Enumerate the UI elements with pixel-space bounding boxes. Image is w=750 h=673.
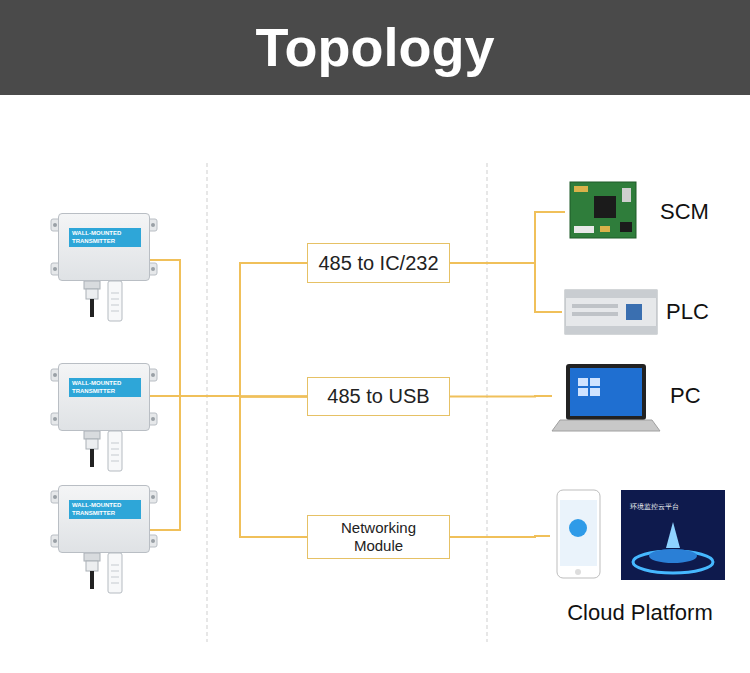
node-text: WALL-MOUNTED TRANSMITTER	[69, 228, 141, 247]
plc-device: PLC	[562, 286, 722, 338]
node-text: Networking Module	[334, 519, 424, 555]
bus-wire	[450, 536, 550, 537]
transmitter-box: WALL-MOUNTED TRANSMITTER	[58, 213, 150, 281]
label-holder: 环境监控云平台	[630, 495, 679, 513]
bus-wire	[450, 212, 565, 263]
node-text: PC	[670, 383, 701, 409]
node-text: SCM	[660, 199, 709, 225]
bus-wire	[450, 395, 552, 398]
node-text: WALL-MOUNTED TRANSMITTER	[69, 500, 141, 519]
bus-wire	[150, 396, 307, 537]
screen-label: 环境监控云平台	[630, 503, 679, 510]
bus-wire	[450, 263, 562, 312]
bus-wire	[150, 396, 307, 530]
converter-box: 485 to USB	[307, 377, 450, 416]
transmitter-box: WALL-MOUNTED TRANSMITTER	[58, 363, 150, 431]
scm-device: SCM	[565, 180, 730, 244]
node-text: Cloud Platform	[567, 600, 713, 626]
title: Topology	[0, 0, 750, 95]
node-text: PLC	[666, 299, 709, 325]
transmitter-box: WALL-MOUNTED TRANSMITTER	[58, 485, 150, 553]
bus-wire	[150, 260, 307, 537]
converter-box: 485 to IC/232	[307, 243, 450, 283]
title-bar: Topology	[0, 0, 750, 95]
converter-box: Networking Module	[307, 515, 450, 559]
node-text: 485 to USB	[327, 385, 429, 408]
node-text: WALL-MOUNTED TRANSMITTER	[69, 378, 141, 397]
bus-wire	[150, 260, 307, 396]
bus-wire	[150, 260, 307, 397]
bus-wire	[150, 396, 307, 537]
pc-device: PC	[552, 362, 707, 430]
node-text: 485 to IC/232	[318, 252, 438, 275]
bus-wire	[150, 263, 307, 396]
